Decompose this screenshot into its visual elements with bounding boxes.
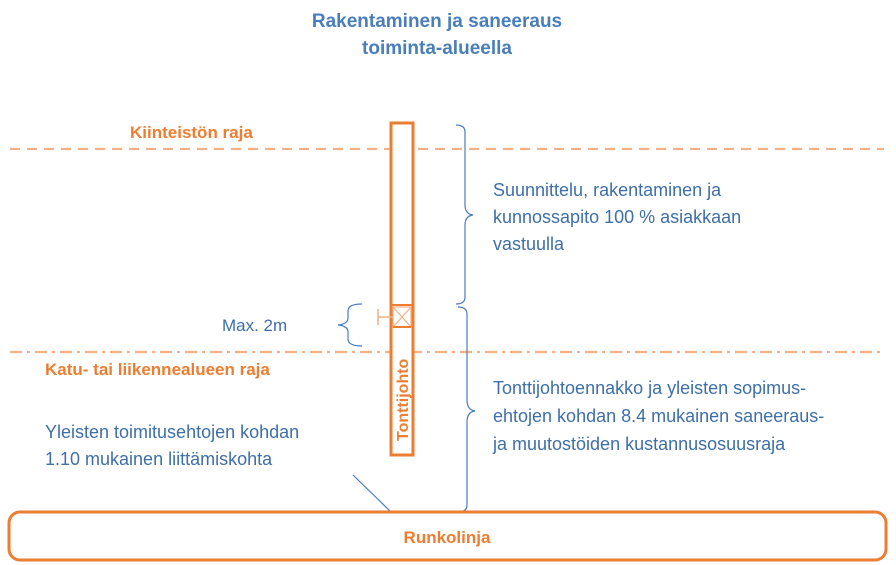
diagram-title-line2: toiminta-alueella bbox=[362, 38, 512, 59]
connection-point-leader bbox=[352, 474, 391, 512]
connection-point-text-line1: Yleisten toimitusehtojen kohdan bbox=[45, 422, 299, 442]
connection-point-text-line2: 1.10 mukainen liittämiskohta bbox=[45, 449, 273, 469]
street-boundary-label: Katu- tai liikennealueen raja bbox=[45, 360, 270, 379]
cost-sharing-text-line3: ja muutostöiden kustannusosuusraja bbox=[492, 434, 786, 454]
cost-sharing-text-line1: Tonttijohtoennakko ja yleisten sopimus- bbox=[493, 378, 806, 398]
customer-responsibility-text-line1: Suunnittelu, rakentaminen ja bbox=[493, 180, 722, 200]
diagram-title-line1: Rakentaminen ja saneeraus bbox=[312, 11, 562, 32]
main-line bbox=[7, 510, 888, 562]
main-line-label: Runkolinja bbox=[404, 528, 491, 547]
customer-responsibility-brace bbox=[455, 124, 474, 305]
max-distance-brace bbox=[337, 303, 363, 347]
cost-sharing-brace bbox=[457, 306, 476, 513]
customer-responsibility-text-line3: vastuulla bbox=[493, 234, 565, 254]
connection-box-cross bbox=[392, 306, 412, 328]
service-pipe bbox=[389, 121, 415, 457]
cost-sharing-text-line2: ehtojen kohdan 8.4 mukainen saneeraus- bbox=[493, 406, 824, 426]
service-pipe-label: Tonttijohto bbox=[395, 358, 412, 441]
customer-responsibility-text-line2: kunnossapito 100 % asiakkaan bbox=[493, 207, 741, 227]
max-distance-label: Max. 2m bbox=[222, 316, 287, 335]
property-boundary-label: Kiinteistön raja bbox=[130, 123, 253, 142]
